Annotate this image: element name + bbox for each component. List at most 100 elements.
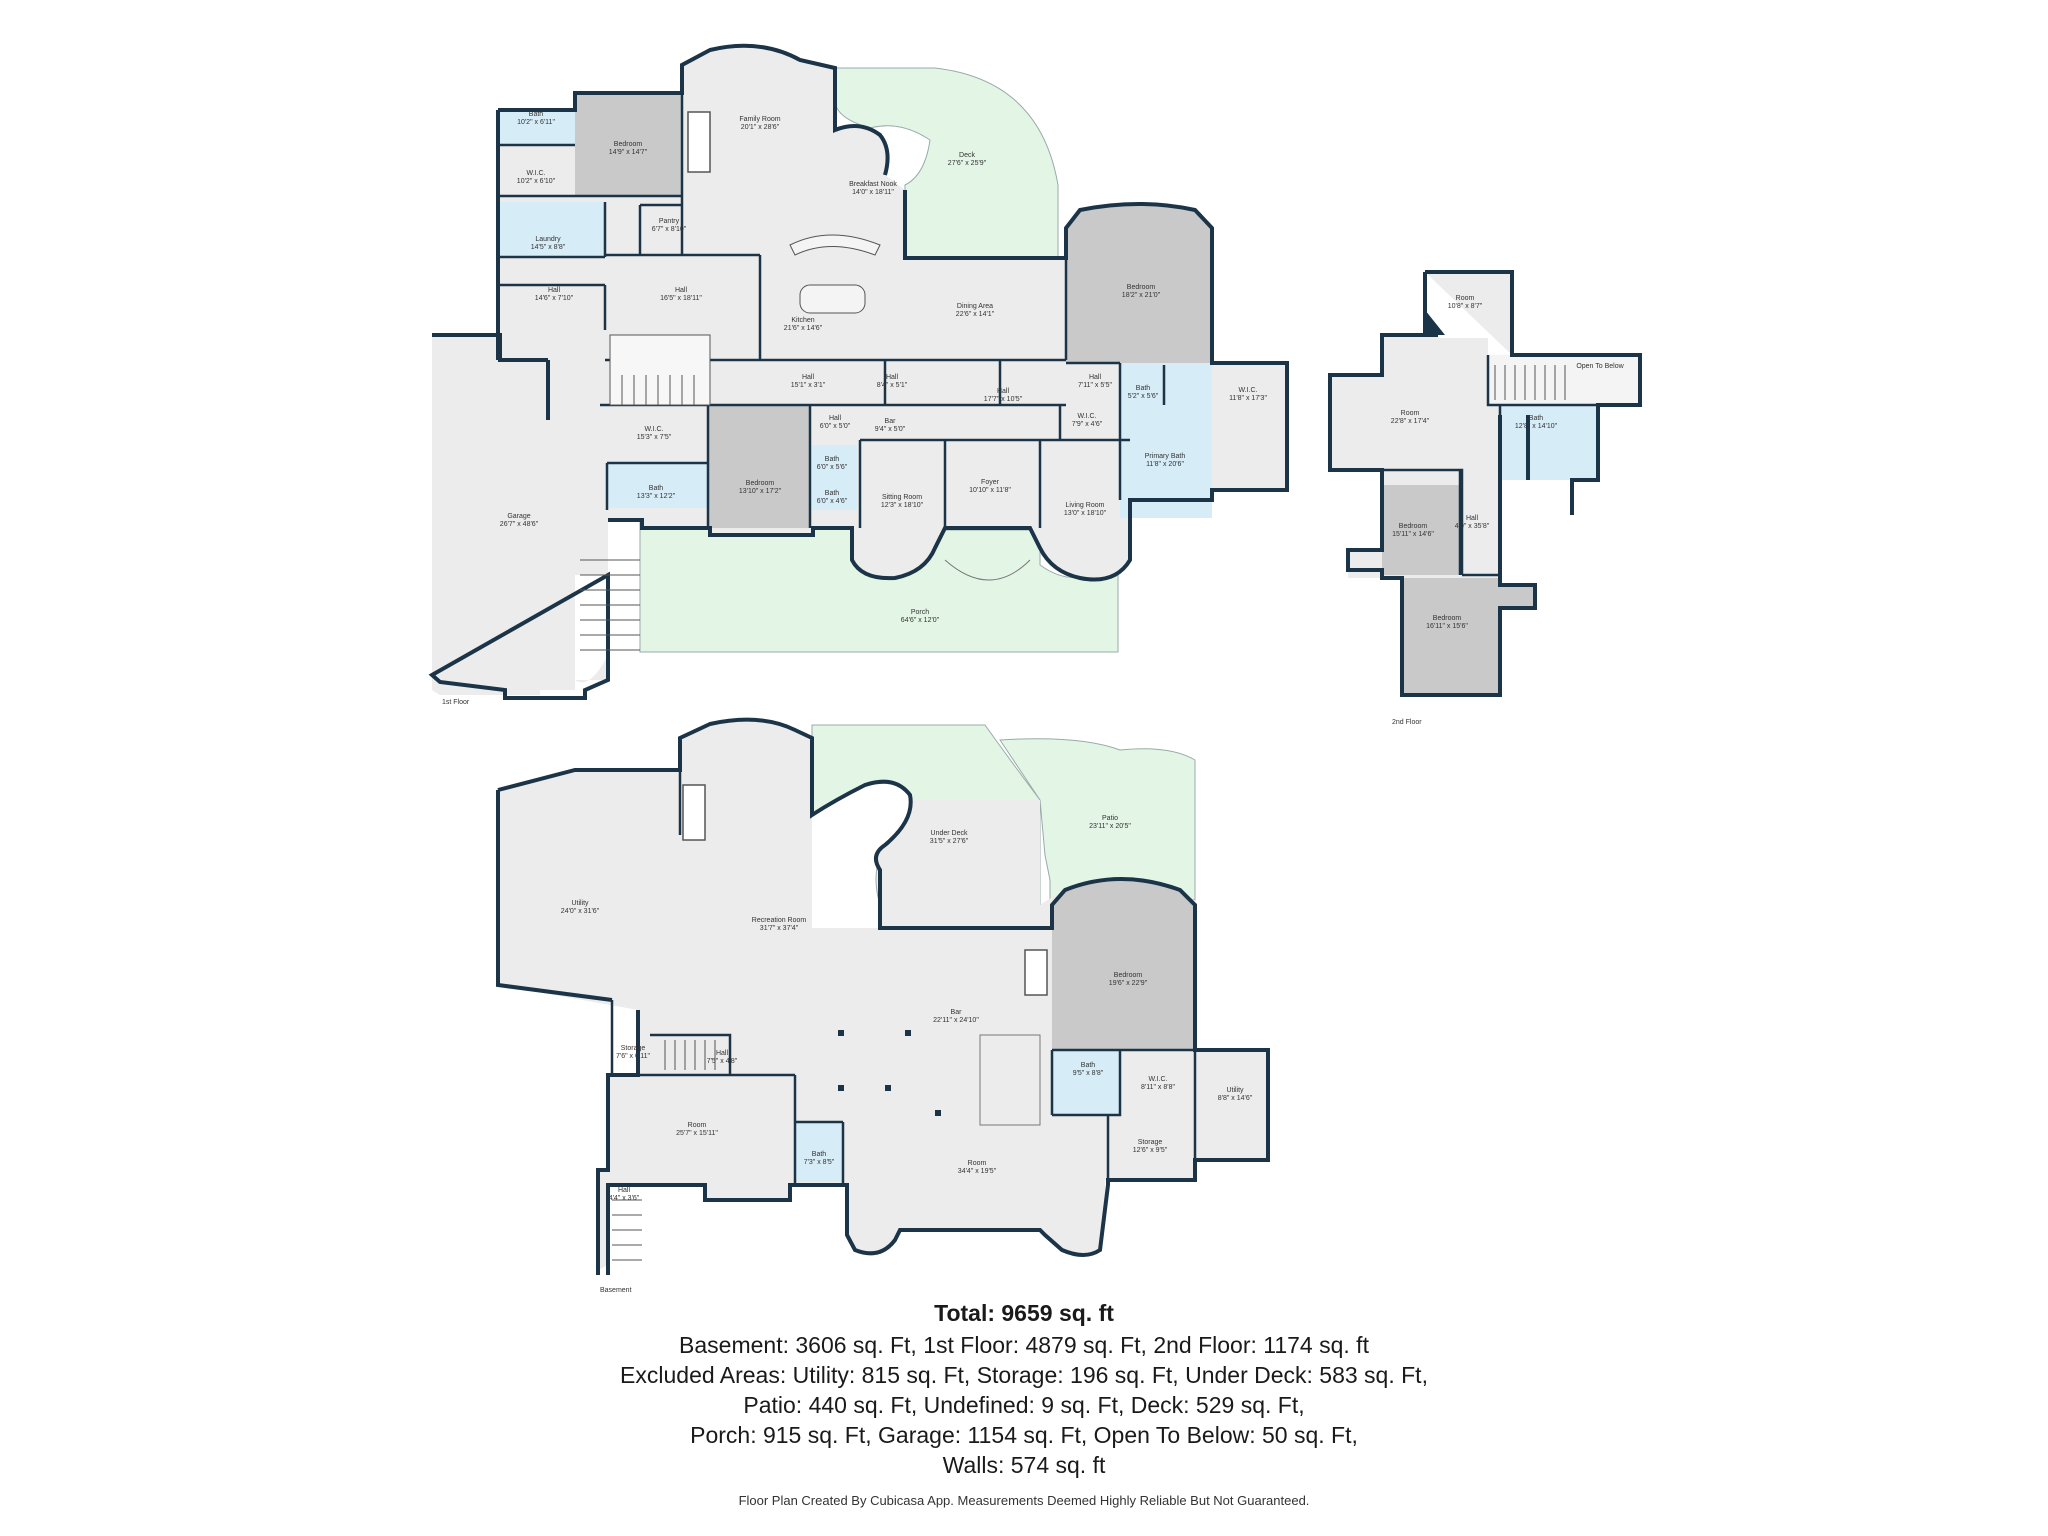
- patio-area: [999, 738, 1196, 901]
- room-name: Breakfast Nook: [849, 181, 897, 188]
- room-dim: 31'5" x 27'6": [930, 838, 969, 845]
- area-line-1: Basement: 3606 sq. Ft, 1st Floor: 4879 s…: [679, 1332, 1369, 1358]
- svg-text:9'4" x 5'0": 9'4" x 5'0": [875, 426, 906, 433]
- svg-text:7'6" x 6'11": 7'6" x 6'11": [616, 1053, 650, 1060]
- room-dim: 6'0" x 5'0": [820, 423, 851, 430]
- room-dim: 7'5" x 4'8": [707, 1058, 738, 1065]
- svg-text:15'1" x 3'1": 15'1" x 3'1": [791, 382, 826, 389]
- room-dim: 17'7" x 10'5": [984, 396, 1023, 403]
- room-name: Foyer: [981, 479, 1000, 486]
- svg-text:Living Room: Living Room: [1066, 502, 1105, 509]
- room-name: Room: [1401, 410, 1420, 417]
- floor-label-basement: Basement: [600, 1287, 632, 1294]
- room-name: Living Room: [1066, 502, 1105, 509]
- room-dim: 23'11" x 20'5": [1089, 823, 1131, 830]
- room-dim: 22'8" x 17'4": [1391, 418, 1430, 425]
- svg-text:Open To Below: Open To Below: [1576, 363, 1624, 370]
- svg-text:Storage: Storage: [621, 1045, 646, 1052]
- room-dim: 16'5" x 18'11": [660, 295, 702, 302]
- porch-step-arc: [944, 559, 1031, 581]
- svg-text:19'6" x 22'9": 19'6" x 22'9": [1109, 980, 1148, 987]
- room-dim: 22'11" x 24'10": [933, 1017, 979, 1024]
- room-dim: 16'11" x 15'6": [1426, 623, 1468, 630]
- room-name: Bar: [951, 1009, 963, 1016]
- second-bedroom-a: [1382, 485, 1462, 575]
- room-name: Bath: [1136, 385, 1151, 392]
- first-floor-interior-walls: [498, 93, 1166, 528]
- room-name: Bedroom: [1433, 615, 1462, 622]
- second-bath-fill: [1500, 405, 1598, 480]
- room-dim: 10'2" x 6'10": [517, 178, 556, 185]
- svg-text:22'8" x 17'4": 22'8" x 17'4": [1391, 418, 1430, 425]
- svg-text:Hall: Hall: [1089, 374, 1102, 381]
- room-name: Bedroom: [746, 480, 775, 487]
- room-dim: 14'5" x 8'8": [531, 244, 566, 251]
- basement-plan: Under Deck 31'5" x 27'6" Patio 23'11" x …: [496, 717, 1270, 1294]
- svg-text:8'8" x 14'6": 8'8" x 14'6": [1218, 1095, 1253, 1102]
- area-line-3: Patio: 440 sq. Ft, Undefined: 9 sq. Ft, …: [743, 1392, 1305, 1418]
- basement-bath2-fill: [795, 1122, 843, 1182]
- first-floor-slab: [498, 45, 1287, 580]
- room-dim: 8'8" x 14'6": [1218, 1095, 1253, 1102]
- svg-text:Pantry: Pantry: [659, 218, 680, 225]
- svg-text:10'2" x 6'10": 10'2" x 6'10": [517, 178, 556, 185]
- laundry-fill: [498, 202, 605, 257]
- svg-text:8'4" x 5'1": 8'4" x 5'1": [877, 382, 908, 389]
- svg-text:16'5" x 18'11": 16'5" x 18'11": [660, 295, 702, 302]
- room-dim: 15'3" x 7'5": [637, 434, 672, 441]
- svg-text:Bedroom: Bedroom: [746, 480, 775, 487]
- svg-text:Room: Room: [688, 1122, 707, 1129]
- svg-text:Bath: Bath: [1529, 415, 1544, 422]
- room-dim: 34'4" x 19'5": [958, 1168, 997, 1175]
- svg-text:34'4" x 19'5": 34'4" x 19'5": [958, 1168, 997, 1175]
- room-name: Bath: [1081, 1062, 1096, 1069]
- room-name: Patio: [1102, 815, 1118, 822]
- room-dim: 7'3" x 8'5": [804, 1159, 835, 1166]
- svg-text:31'5" x 27'6": 31'5" x 27'6": [930, 838, 969, 845]
- first-floor-exterior-walls: [496, 43, 1289, 582]
- svg-text:Bedroom: Bedroom: [1433, 615, 1462, 622]
- room-dim: 6'0" x 5'6": [817, 464, 848, 471]
- svg-text:W.I.C.: W.I.C.: [644, 426, 663, 433]
- svg-text:7'3" x 8'5": 7'3" x 8'5": [804, 1159, 835, 1166]
- svg-text:Room: Room: [1456, 295, 1475, 302]
- svg-text:24'0" x 31'6": 24'0" x 31'6": [561, 908, 600, 915]
- room-name: W.I.C.: [1238, 387, 1257, 394]
- svg-text:Hall: Hall: [548, 287, 561, 294]
- room-name: Hall: [675, 287, 688, 294]
- room-name: Laundry: [535, 236, 561, 243]
- room-name: Bedroom: [1399, 523, 1428, 530]
- room-name: Family Room: [739, 116, 780, 123]
- room-name: Primary Bath: [1145, 453, 1186, 460]
- svg-text:15'11" x 14'6": 15'11" x 14'6": [1392, 531, 1434, 538]
- svg-text:20'1" x 28'6": 20'1" x 28'6": [741, 124, 780, 131]
- svg-text:10'10" x 11'8": 10'10" x 11'8": [969, 487, 1011, 494]
- room-name: Bath: [1529, 415, 1544, 422]
- svg-text:Hall: Hall: [802, 374, 815, 381]
- svg-text:4'0" x 35'8": 4'0" x 35'8": [1455, 523, 1490, 530]
- svg-text:12'8" x 14'10": 12'8" x 14'10": [1515, 423, 1558, 430]
- svg-text:6'7" x 8'10": 6'7" x 8'10": [652, 226, 687, 233]
- room-name: Bedroom: [1127, 284, 1156, 291]
- room-name: W.I.C.: [1148, 1076, 1167, 1083]
- basement-slab: [498, 719, 1268, 1270]
- room-dim: 24'0" x 31'6": [561, 908, 600, 915]
- svg-text:Room: Room: [968, 1160, 987, 1167]
- room-name: W.I.C.: [1077, 413, 1096, 420]
- room-name: Pantry: [659, 218, 680, 225]
- svg-text:Patio: Patio: [1102, 815, 1118, 822]
- room-name: Garage: [507, 513, 530, 520]
- svg-text:Bar: Bar: [885, 418, 897, 425]
- svg-text:Bedroom: Bedroom: [1399, 523, 1428, 530]
- room-dim: 14'9" x 14'7": [609, 149, 648, 156]
- svg-text:Room: Room: [1401, 410, 1420, 417]
- stairs-first: [580, 334, 711, 651]
- svg-text:26'7" x 48'6": 26'7" x 48'6": [500, 521, 539, 528]
- svg-text:Primary Bath: Primary Bath: [1145, 453, 1186, 460]
- svg-text:4'4" x 3'6": 4'4" x 3'6": [609, 1195, 640, 1202]
- room-dim: 27'6" x 25'9": [948, 160, 987, 167]
- svg-text:Garage: Garage: [507, 513, 530, 520]
- room-dim: 14'6" x 7'10": [535, 295, 574, 302]
- area-line-2: Excluded Areas: Utility: 815 sq. Ft, Sto…: [620, 1362, 1428, 1388]
- room-dim: 12'8" x 14'10": [1515, 423, 1558, 430]
